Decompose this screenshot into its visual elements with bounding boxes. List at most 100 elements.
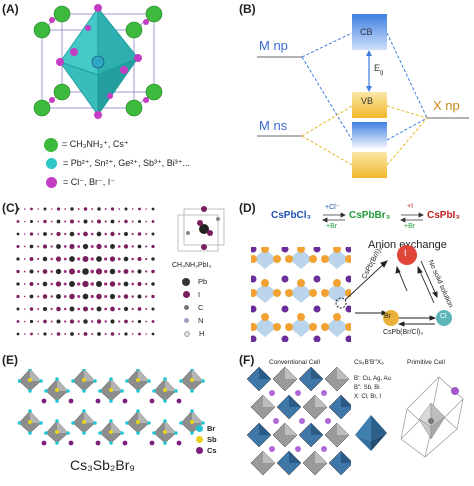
br-atom — [179, 421, 183, 425]
lattice-atom — [42, 269, 48, 274]
lattice-atom — [145, 220, 148, 223]
lattice-atom — [145, 208, 147, 210]
octahedron-face — [311, 367, 323, 379]
lattice-atom — [77, 320, 80, 323]
note-x: X: Cl, Br, I — [354, 394, 382, 400]
lattice-atom — [16, 269, 20, 274]
legend-a-site-label: = CH₃NH₃⁺, Cs⁺ — [62, 139, 129, 149]
lattice-atom — [131, 282, 135, 286]
cs-atom — [269, 446, 275, 452]
octahedron-face — [263, 451, 275, 463]
lattice-atom — [37, 333, 39, 335]
lattice-atom — [151, 282, 155, 286]
lattice-atom — [69, 219, 75, 224]
cs-atom — [95, 440, 101, 446]
mini-octahedron — [355, 415, 387, 451]
lattice-atom — [104, 257, 108, 261]
br-atom — [147, 379, 151, 383]
lattice-atom — [145, 245, 148, 248]
lattice-atom — [124, 232, 128, 236]
lattice-atom — [77, 307, 81, 311]
octahedron-shape — [289, 317, 313, 337]
octahedron-shape — [325, 317, 349, 337]
lattice-atom — [138, 207, 141, 211]
lattice-atom — [123, 306, 129, 312]
cs-atom — [313, 305, 321, 313]
lattice-atom — [64, 232, 67, 236]
octahedron-face — [192, 369, 203, 381]
cs-atom — [325, 418, 331, 424]
b-site-ion — [91, 55, 105, 69]
legend-e-sb-label: Sb — [207, 435, 217, 444]
cs-atom — [41, 440, 47, 446]
double-perovskite-formula: Cs₂B'B''X₆ — [354, 359, 384, 366]
lattice-atom — [63, 282, 67, 286]
lattice-atom — [104, 307, 108, 311]
lattice-atom — [90, 282, 94, 286]
lattice-atom — [50, 295, 53, 298]
octahedron-face — [263, 395, 275, 407]
lattice-atom — [145, 257, 148, 261]
sb-atom — [55, 388, 59, 392]
unit-cell-c — [177, 206, 225, 252]
lattice-atom — [23, 258, 26, 260]
halide-atom — [261, 313, 269, 321]
lattice-atom — [117, 295, 121, 298]
panel-b: (B) — [237, 0, 474, 195]
lattice-atom — [118, 320, 121, 323]
lattice-atom — [29, 257, 34, 261]
lattice-atom — [77, 294, 81, 299]
legend-x-site-label: = Cl⁻, Br⁻, I⁻ — [63, 177, 116, 187]
anion-exchange-title: Anion exchange — [368, 239, 447, 251]
lattice-atom — [77, 332, 80, 336]
lattice-atom — [145, 270, 148, 273]
lattice-atom — [95, 280, 103, 288]
octahedron-face — [111, 379, 122, 391]
br-atom — [136, 409, 140, 413]
lattice-atom — [23, 270, 26, 273]
lattice-atom — [69, 293, 75, 300]
br-atom — [152, 431, 156, 435]
br-atom — [163, 399, 167, 403]
primitive-cell-diagram — [400, 376, 464, 458]
lattice-atom — [82, 268, 89, 275]
octahedron-face — [315, 451, 327, 463]
br-atom — [163, 377, 167, 381]
br-atom — [201, 421, 205, 425]
lattice-atom — [110, 231, 115, 237]
cs-atom — [281, 305, 289, 313]
br-atom — [201, 379, 205, 383]
arrow1-top: +Cl⁻ — [325, 204, 340, 211]
cs-atom — [251, 305, 257, 313]
lattice-atom — [117, 257, 121, 261]
lattice-atom — [63, 270, 67, 273]
legend-e-cs-label: Cs — [207, 446, 217, 455]
lattice-atom — [23, 283, 26, 285]
lattice-atom — [16, 294, 20, 299]
lattice-atom — [90, 320, 94, 323]
br-atom — [82, 389, 86, 393]
br-atom — [66, 431, 70, 435]
br-atom — [82, 369, 86, 371]
lattice-atom — [91, 208, 94, 210]
lattice-atom — [77, 208, 80, 210]
magenta-sphere-icon — [46, 177, 57, 188]
br-atom — [109, 399, 113, 403]
lattice-atom — [82, 256, 89, 262]
br-atom — [28, 431, 32, 435]
lattice-atom — [70, 207, 74, 211]
lattice-atom — [138, 332, 141, 336]
legend-c-h: H — [182, 327, 207, 340]
br-atom — [44, 389, 48, 393]
br-atom — [44, 431, 48, 435]
octahedron-face — [111, 421, 122, 433]
br-atom — [98, 431, 102, 435]
lattice-atom — [83, 219, 88, 224]
br-atom — [55, 399, 59, 403]
perovskite-cube-diagram — [33, 4, 163, 119]
cs-atom — [251, 247, 257, 253]
octahedron-face — [285, 367, 297, 379]
halide-atom — [345, 255, 351, 263]
octahedron-face — [259, 367, 271, 379]
lattice-atom — [104, 220, 107, 223]
